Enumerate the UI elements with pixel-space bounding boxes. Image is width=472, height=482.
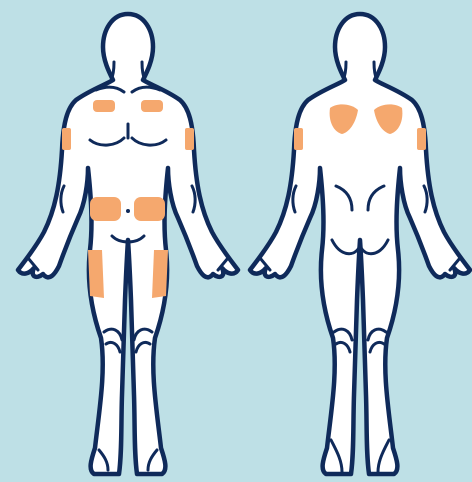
site-front-upper-arm-right (185, 128, 194, 150)
site-front-thigh-right (152, 250, 168, 298)
front-navel (126, 209, 130, 213)
site-front-abdomen-right (134, 197, 165, 221)
site-front-upper-chest-right (141, 100, 163, 112)
site-front-abdomen-left (90, 197, 121, 221)
site-front-upper-chest-left (93, 100, 115, 112)
site-front-upper-arm-left (62, 128, 71, 150)
site-front-thigh-left (88, 250, 104, 298)
site-back-upper-arm-right (417, 128, 426, 150)
site-back-upper-arm-left (294, 128, 303, 150)
